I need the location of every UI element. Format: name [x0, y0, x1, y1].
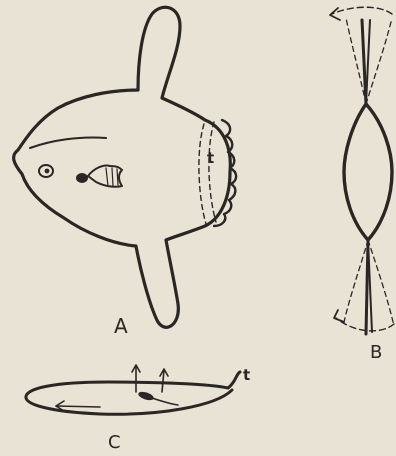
sunfish-body-outline [14, 7, 231, 327]
topview-figure [26, 365, 240, 414]
tail-mark-a: t [207, 151, 214, 166]
sculling-top-arc [332, 7, 392, 14]
panel-label-b: B [370, 344, 382, 362]
sunfish-tail-scallops [214, 120, 236, 226]
tail-mark-c: t [243, 368, 250, 383]
sculling-body-outline [344, 104, 392, 240]
topview-fin [137, 390, 154, 402]
panel-label-a: A [114, 316, 128, 336]
sculling-top-arrowhead [330, 8, 340, 20]
sunfish-tail-dashes [199, 124, 206, 224]
topview-motion-arrow [56, 406, 100, 407]
sunfish-pupil [45, 169, 50, 174]
panel-label-c: C [108, 434, 121, 452]
sculling-dashed-lower-b [344, 240, 368, 322]
sculling-figure [330, 7, 394, 334]
sunfish-figure [14, 7, 236, 327]
sunfish-brow-line [30, 137, 106, 148]
sunfish-tail-dashes-2 [209, 122, 216, 222]
sunfish-pectoral-fin-rays [106, 168, 118, 186]
sculling-bottom-arrowhead [334, 310, 344, 322]
sunfish-gill-opening [76, 173, 88, 183]
sculling-lower-stalk-2 [368, 240, 372, 332]
